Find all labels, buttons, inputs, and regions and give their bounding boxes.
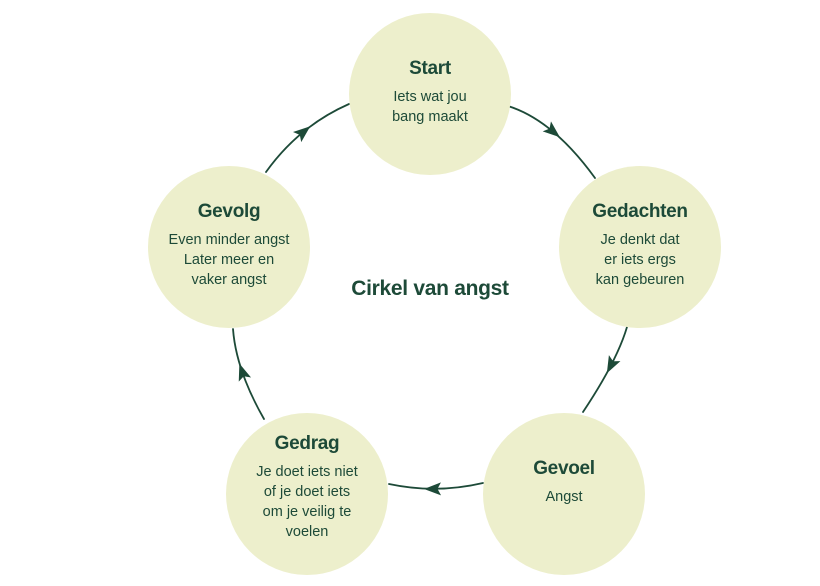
arrow-gevolg-to-start xyxy=(265,103,350,173)
node-gevolg-description: Even minder angst Later meer en vaker an… xyxy=(168,231,290,288)
arrow-gevoel-to-gedrag xyxy=(388,482,484,490)
node-gevolg-label: Gevolg xyxy=(197,200,261,222)
arrowhead-gevolg-to-start-icon xyxy=(292,126,311,143)
node-gedachten: Gedachten Je denkt dat er iets ergs kan … xyxy=(559,166,721,328)
node-start: Start Iets wat jou bang maakt xyxy=(349,13,511,175)
arrow-gedrag-to-gevolg xyxy=(232,328,265,420)
arrowhead-start-to-gedachten-icon xyxy=(542,121,560,138)
node-gedachten-description: Je denkt dat er iets ergs kan gebeuren xyxy=(595,231,685,288)
node-start-label: Start xyxy=(409,57,451,79)
arrowhead-gevoel-to-gedrag-icon xyxy=(424,482,442,496)
arrow-gedachten-to-gevoel xyxy=(582,326,628,413)
arrow-start-to-gedachten xyxy=(507,105,596,179)
arrowhead-gedrag-to-gevolg-icon xyxy=(238,363,252,382)
node-gevoel: Gevoel Angst xyxy=(483,413,645,575)
node-gedachten-label: Gedachten xyxy=(592,200,688,222)
node-gedrag: Gedrag Je doet iets niet of je doet iets… xyxy=(226,413,388,575)
node-gevoel-description: Angst xyxy=(545,488,583,505)
node-gedrag-label: Gedrag xyxy=(274,432,340,454)
node-start-description: Iets wat jou bang maakt xyxy=(392,88,468,125)
arrowhead-gedachten-to-gevoel-icon xyxy=(606,355,621,374)
node-gedrag-description: Je doet iets niet of je doet iets om je … xyxy=(256,463,358,540)
diagram-title: Cirkel van angst xyxy=(351,277,509,300)
node-gevolg: Gevolg Even minder angst Later meer en v… xyxy=(148,166,310,328)
node-gevoel-label: Gevoel xyxy=(533,457,595,479)
